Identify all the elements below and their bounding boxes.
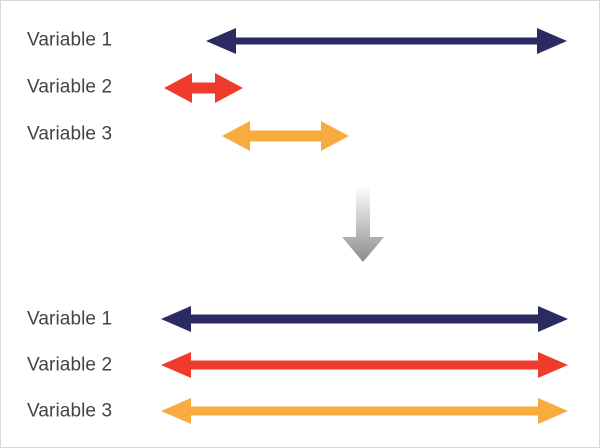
double-headed-arrow-icon xyxy=(161,351,568,379)
variable-label: Variable 3 xyxy=(27,123,113,145)
double-headed-arrow-icon xyxy=(161,305,568,333)
variable-label: Variable 2 xyxy=(27,354,113,376)
variable-label: Variable 1 xyxy=(27,29,113,51)
variable-label: Variable 1 xyxy=(27,308,113,330)
double-headed-arrow-icon xyxy=(164,72,243,104)
double-headed-arrow-icon xyxy=(222,120,349,152)
variable-label: Variable 2 xyxy=(27,76,113,98)
double-headed-arrow-icon xyxy=(206,27,567,55)
down-arrow-icon xyxy=(342,186,384,262)
double-headed-arrow-icon xyxy=(161,397,568,425)
variable-label: Variable 3 xyxy=(27,400,113,422)
